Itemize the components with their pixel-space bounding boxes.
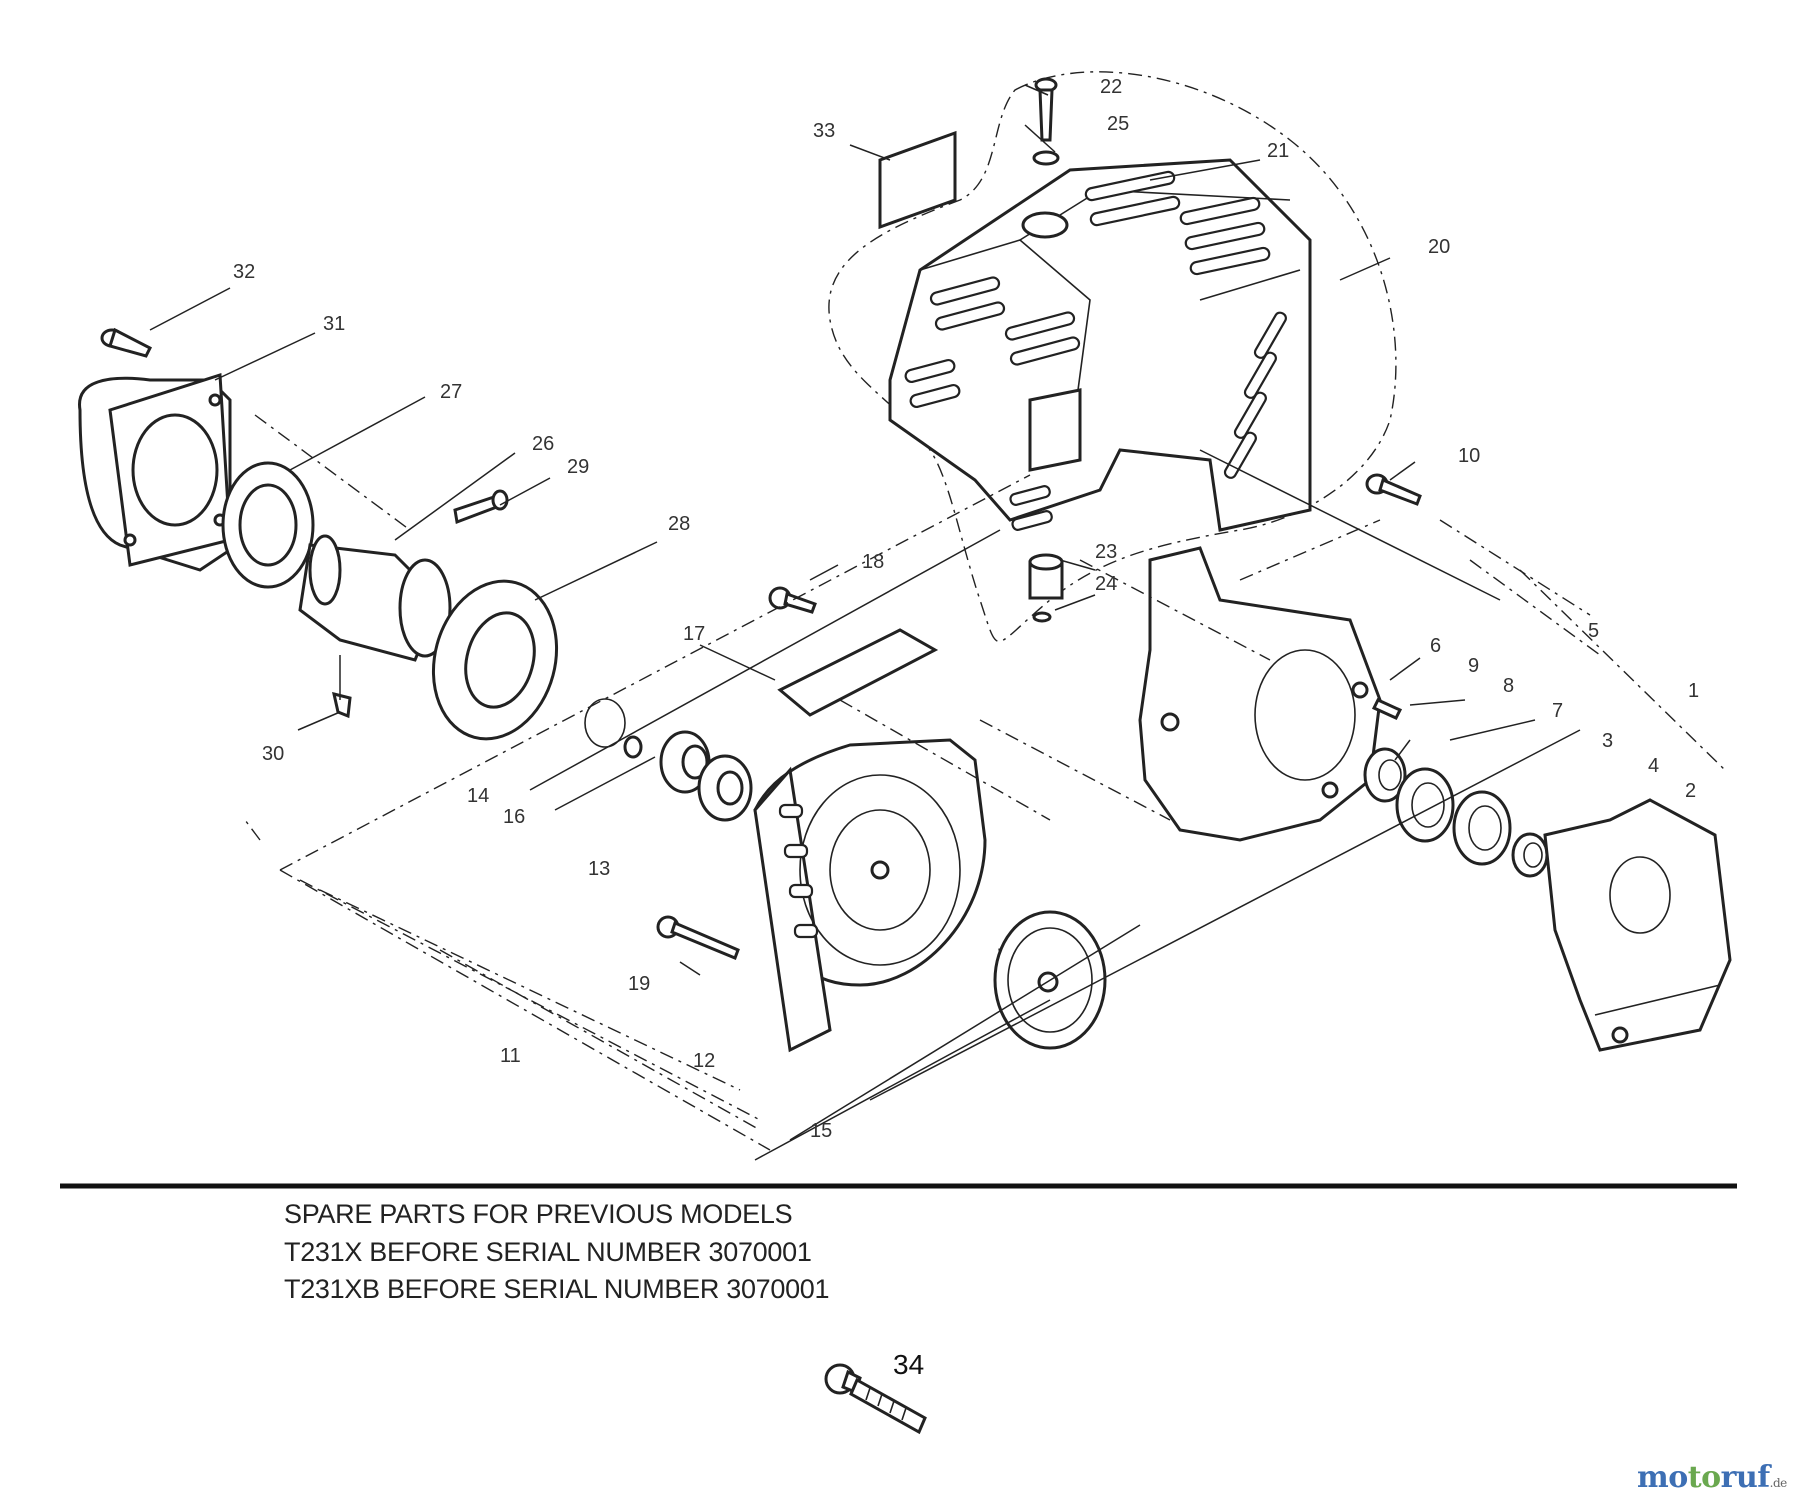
cylinder-gasket [221, 461, 315, 589]
cover-washer [1032, 150, 1060, 166]
bolt-29 [453, 489, 509, 525]
warning-label [878, 130, 957, 230]
callout-29: 29 [567, 456, 589, 478]
callout-24: 24 [1095, 573, 1117, 595]
nut-washer [1032, 611, 1052, 623]
bearing-7 [1395, 767, 1455, 843]
circlip-14 [584, 698, 626, 748]
clip-30 [332, 691, 352, 719]
bracket-17 [777, 628, 939, 717]
callout-9: 9 [1468, 655, 1479, 677]
bearing-3 [1452, 790, 1512, 866]
callout-21: 21 [1267, 140, 1289, 162]
motoruf-watermark: motoruf.de [1637, 1460, 1787, 1495]
callout-labels: 1 2 3 4 5 6 7 8 9 10 11 12 13 14 15 16 1… [233, 76, 1699, 1142]
callout-32: 32 [233, 261, 255, 283]
callout-26: 26 [532, 433, 554, 455]
callout-7: 7 [1552, 700, 1563, 722]
bolt-10 [1365, 473, 1422, 506]
callout-18: 18 [862, 551, 884, 573]
bearing-13b [697, 754, 753, 822]
gear-housing [1543, 798, 1732, 1052]
callout-16: 16 [503, 806, 525, 828]
callout-23: 23 [1095, 541, 1117, 563]
leader-lines [149, 84, 1581, 1161]
callout-3: 3 [1602, 730, 1613, 752]
bolt-34 [824, 1363, 927, 1435]
callout-12: 12 [693, 1050, 715, 1072]
callout-33: 33 [813, 120, 835, 142]
callout-27: 27 [440, 381, 462, 403]
callout-14: 14 [467, 785, 489, 807]
note-model-t231x: T231X BEFORE SERIAL NUMBER 3070001 [284, 1237, 812, 1267]
callout-19: 19 [628, 973, 650, 995]
note-spare-parts-heading: SPARE PARTS FOR PREVIOUS MODELS [284, 1199, 793, 1229]
callout-4: 4 [1648, 755, 1659, 777]
cylinder-housing [78, 372, 232, 572]
seal-8 [1363, 747, 1407, 803]
ring-28 [431, 579, 559, 741]
muffler-body [298, 534, 452, 662]
starter-housing [753, 738, 987, 1053]
cover-screw [1034, 77, 1058, 142]
callout-6: 6 [1430, 635, 1441, 657]
pin-9 [1371, 698, 1403, 720]
bolt-18 [768, 586, 817, 614]
engine-cover [888, 158, 1312, 532]
callout-13: 13 [588, 858, 610, 880]
callout-17: 17 [683, 623, 705, 645]
bolt-32 [100, 327, 153, 358]
bolt-19 [656, 915, 740, 960]
crankcase-half [1138, 546, 1382, 842]
callout-34: 34 [893, 1349, 924, 1380]
callout-15: 15 [810, 1120, 832, 1142]
callout-5: 5 [1588, 620, 1599, 642]
callout-22: 22 [1100, 76, 1122, 98]
cover-nut [1028, 553, 1064, 600]
callout-11: 11 [500, 1045, 521, 1067]
seal-4 [1511, 832, 1549, 878]
callout-1: 1 [1688, 680, 1699, 702]
assembly-axes [244, 414, 1726, 1151]
ring-16 [623, 735, 643, 759]
callout-2: 2 [1685, 780, 1696, 802]
callout-8: 8 [1503, 675, 1514, 697]
callout-20: 20 [1428, 236, 1450, 258]
callout-25: 25 [1107, 113, 1129, 135]
callout-10: 10 [1458, 445, 1480, 467]
callout-28: 28 [668, 513, 690, 535]
callout-30: 30 [262, 743, 284, 765]
callout-31: 31 [323, 313, 345, 335]
note-model-t231xb: T231XB BEFORE SERIAL NUMBER 3070001 [284, 1274, 830, 1304]
